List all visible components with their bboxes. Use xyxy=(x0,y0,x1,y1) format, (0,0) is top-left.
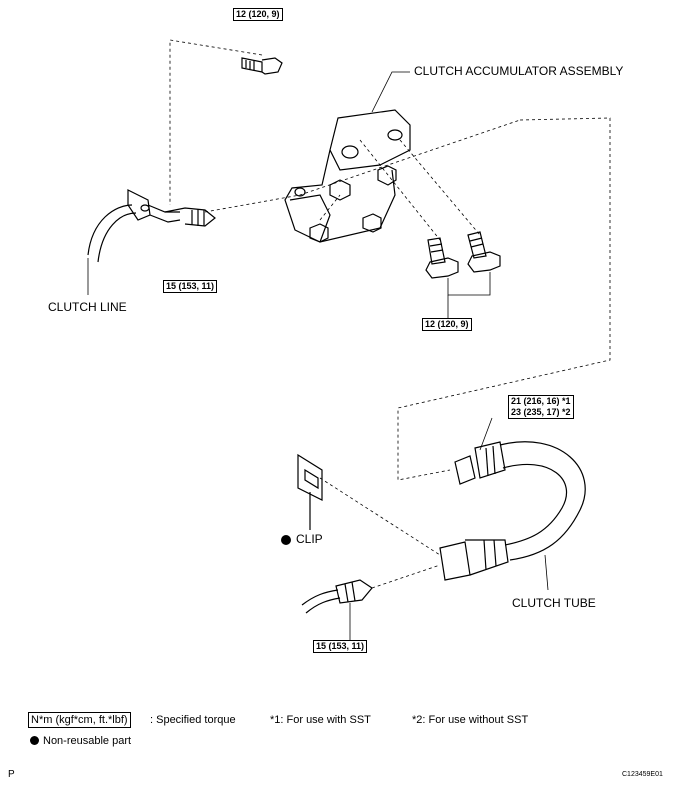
footer-right: C123459E01 xyxy=(622,771,663,778)
torque-mount-bolts: 12 (120, 9) xyxy=(422,318,472,331)
clip-label-text: CLIP xyxy=(296,532,323,546)
legend-unit-desc: : Specified torque xyxy=(150,714,236,726)
clip-nonreusable-marker xyxy=(281,535,291,545)
clutch-tube-label: CLUTCH TUBE xyxy=(512,596,596,610)
clip-part xyxy=(297,453,323,530)
top-bolt xyxy=(241,57,283,75)
mount-bolt-right xyxy=(467,231,501,273)
clutch-line-label: CLUTCH LINE xyxy=(48,300,127,314)
nonreusable-dot-icon xyxy=(30,736,39,745)
legend-note2: *2: For use without SST xyxy=(412,714,529,726)
mount-bolt-left xyxy=(425,237,459,279)
torque-tube-upper-1: 21 (216, 16) *1 xyxy=(511,396,571,406)
footer-left: P xyxy=(8,769,15,780)
legend-note1: *1: For use with SST xyxy=(270,714,371,726)
alignment-lines xyxy=(169,39,611,589)
lower-pipe xyxy=(301,579,373,614)
legend-unit: N*m (kgf*cm, ft.*lbf) xyxy=(28,712,131,728)
accumulator-label: CLUTCH ACCUMULATOR ASSEMBLY xyxy=(414,64,624,78)
legend-nonreusable: Non-reusable part xyxy=(30,734,131,748)
torque-line-union: 15 (153, 11) xyxy=(163,280,218,293)
legend-nonreusable-text: Non-reusable part xyxy=(43,735,132,747)
clip-label: CLIP xyxy=(296,532,323,546)
accumulator-leader xyxy=(371,71,410,113)
accumulator-assembly xyxy=(284,109,411,243)
clutch-line-pipe xyxy=(87,189,216,263)
torque-tube-upper-2: 23 (235, 17) *2 xyxy=(511,407,571,417)
torque-tube-lower: 15 (153, 11) xyxy=(313,640,368,653)
clutch-tube-hose xyxy=(439,441,586,581)
torque-tube-upper: 21 (216, 16) *1 23 (235, 17) *2 xyxy=(508,395,574,419)
torque-top-bolt: 12 (120, 9) xyxy=(233,8,283,21)
